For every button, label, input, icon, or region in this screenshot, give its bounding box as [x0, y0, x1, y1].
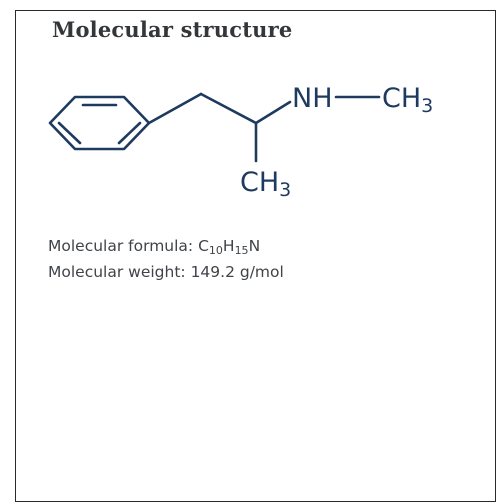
weight-value: 149.2 g/mol	[190, 263, 284, 281]
aromatic-bond-left	[57, 121, 82, 145]
molecule-structure-diagram: NH CH3 CH3	[48, 83, 433, 201]
bond-ring-ch2	[147, 92, 203, 125]
formula-label: Molecular formula:	[48, 237, 199, 255]
atom-methyl-bottom-label: CH	[240, 167, 279, 198]
formula-c-count: 10	[208, 244, 223, 257]
card-title: Molecular structure	[52, 17, 293, 42]
formula-h-count: 15	[234, 244, 249, 257]
bond-ch-nh	[254, 100, 292, 125]
bond-ch2-ch	[199, 92, 258, 125]
aromatic-bond-right	[117, 121, 142, 145]
atom-methyl-bottom: CH3	[240, 167, 291, 201]
weight-label: Molecular weight:	[48, 263, 191, 281]
molecular-formula: Molecular formula: C10H15N	[48, 237, 261, 257]
molecular-weight: Molecular weight: 149.2 g/mol	[48, 263, 284, 281]
atom-methyl-top-label: CH	[382, 83, 421, 114]
atom-methyl-top-subscript: 3	[421, 95, 433, 117]
atom-nh: NH	[292, 83, 333, 114]
molecule-card: Molecular structure NH CH3 CH3 Molecular…	[15, 10, 496, 502]
atom-methyl-bottom-subscript: 3	[279, 179, 291, 201]
formula-c: C	[198, 237, 209, 255]
formula-h: H	[222, 237, 235, 255]
formula-n: N	[248, 237, 261, 255]
atom-methyl-top: CH3	[382, 83, 433, 117]
